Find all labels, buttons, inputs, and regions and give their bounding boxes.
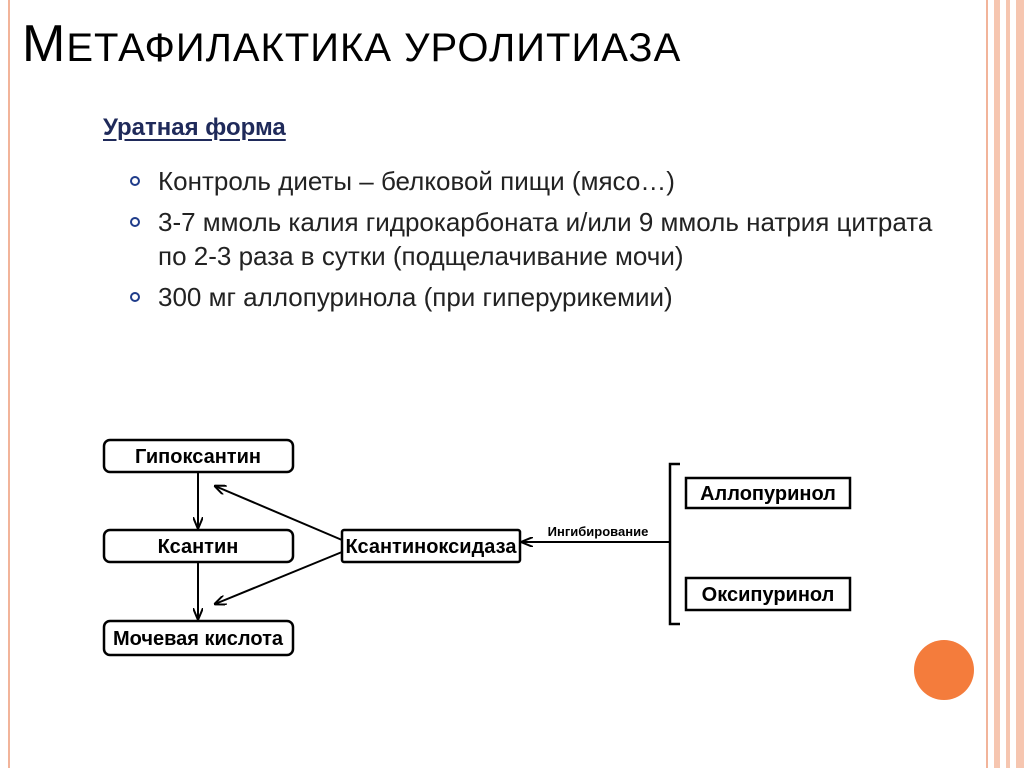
node-xanthine-oxidase-box [340,528,522,564]
decor-stripe [1016,0,1024,768]
node-uric-acid-label: Мочевая кислота [113,628,284,650]
section-subtitle: Уратная форма [103,114,286,141]
node-allopurinol-box [684,476,852,510]
arrow-oxidase-to-upper-step [215,486,343,541]
decor-circle [914,640,974,700]
title-rest: ЕТАФИЛАКТИКА УРОЛИТИАЗА [66,26,682,70]
node-allopurinol-label: Аллопуринол [700,483,836,505]
slide-frame [8,0,988,768]
bullet-icon [130,292,140,302]
title-initial: М [22,15,67,73]
node-hypoxanthine-label: Гипоксантин [135,446,261,468]
bullet-item: Контроль диеты – белковой пищи (мясо…) [130,164,950,198]
node-xanthine-label: Ксантин [158,536,239,558]
bullet-item: 3-7 ммоль калия гидрокарбоната и/или 9 м… [130,205,950,273]
bullet-list: Контроль диеты – белковой пищи (мясо…) 3… [130,164,950,321]
node-uric-acid-box [102,619,295,657]
arrow-oxidase-to-lower-step [215,551,343,604]
node-oxipurinol-label: Оксипуринол [702,584,835,606]
bullet-icon [130,176,140,186]
node-oxipurinol-box [684,576,852,612]
bullet-icon [130,217,140,227]
slide-title: МЕТАФИЛАКТИКА УРОЛИТИАЗА [22,14,681,74]
inhibition-label: Ингибирование [548,524,649,539]
decor-stripe [1006,0,1010,768]
bullet-item: 300 мг аллопуринола (при гиперурикемии) [130,280,950,314]
bullet-text: 3-7 ммоль калия гидрокарбоната и/или 9 м… [158,207,933,271]
bullet-text: 300 мг аллопуринола (при гиперурикемии) [158,282,673,312]
bullet-text: Контроль диеты – белковой пищи (мясо…) [158,166,675,196]
node-xanthine-oxidase-label: Ксантиноксидаза [346,536,518,558]
inhibitor-bracket [668,462,680,626]
decor-stripe [994,0,1000,768]
